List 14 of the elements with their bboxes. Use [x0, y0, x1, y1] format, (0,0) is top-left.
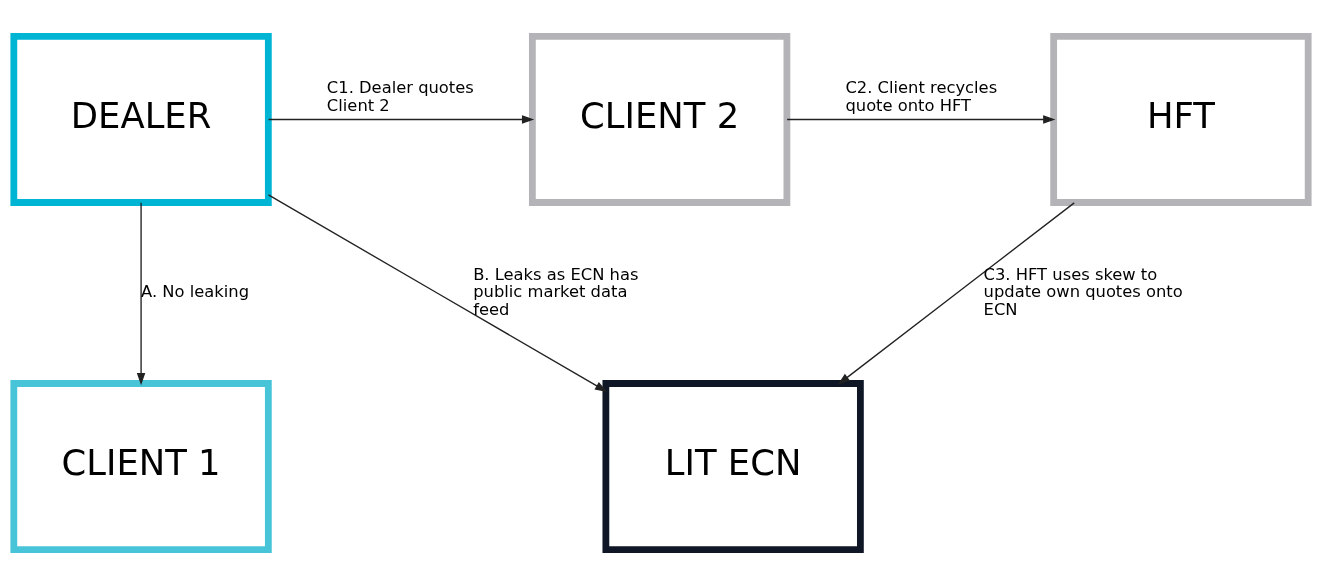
node-box: CLIENT 1: [10, 380, 272, 553]
arrow: [136, 202, 146, 386]
arrow: [786, 115, 1056, 124]
node-box: CLIENT 2: [528, 33, 791, 206]
edge-label: C2. Client recycles quote onto HFT: [845, 78, 998, 115]
node-box: LIT ECN: [602, 380, 864, 553]
arrow: [267, 115, 535, 124]
node-box: DEALER: [10, 33, 272, 206]
edge-label: C1. Dealer quotes Client 2: [326, 78, 474, 115]
node-box: HFT: [1050, 33, 1312, 206]
arrow: [267, 194, 608, 392]
edge-label: C3. HFT uses skew to update own quotes onto ECN: [983, 264, 1183, 319]
edge-label: B. Leaks as ECN has public market data feed: [473, 264, 639, 319]
arrow: [837, 202, 1075, 385]
